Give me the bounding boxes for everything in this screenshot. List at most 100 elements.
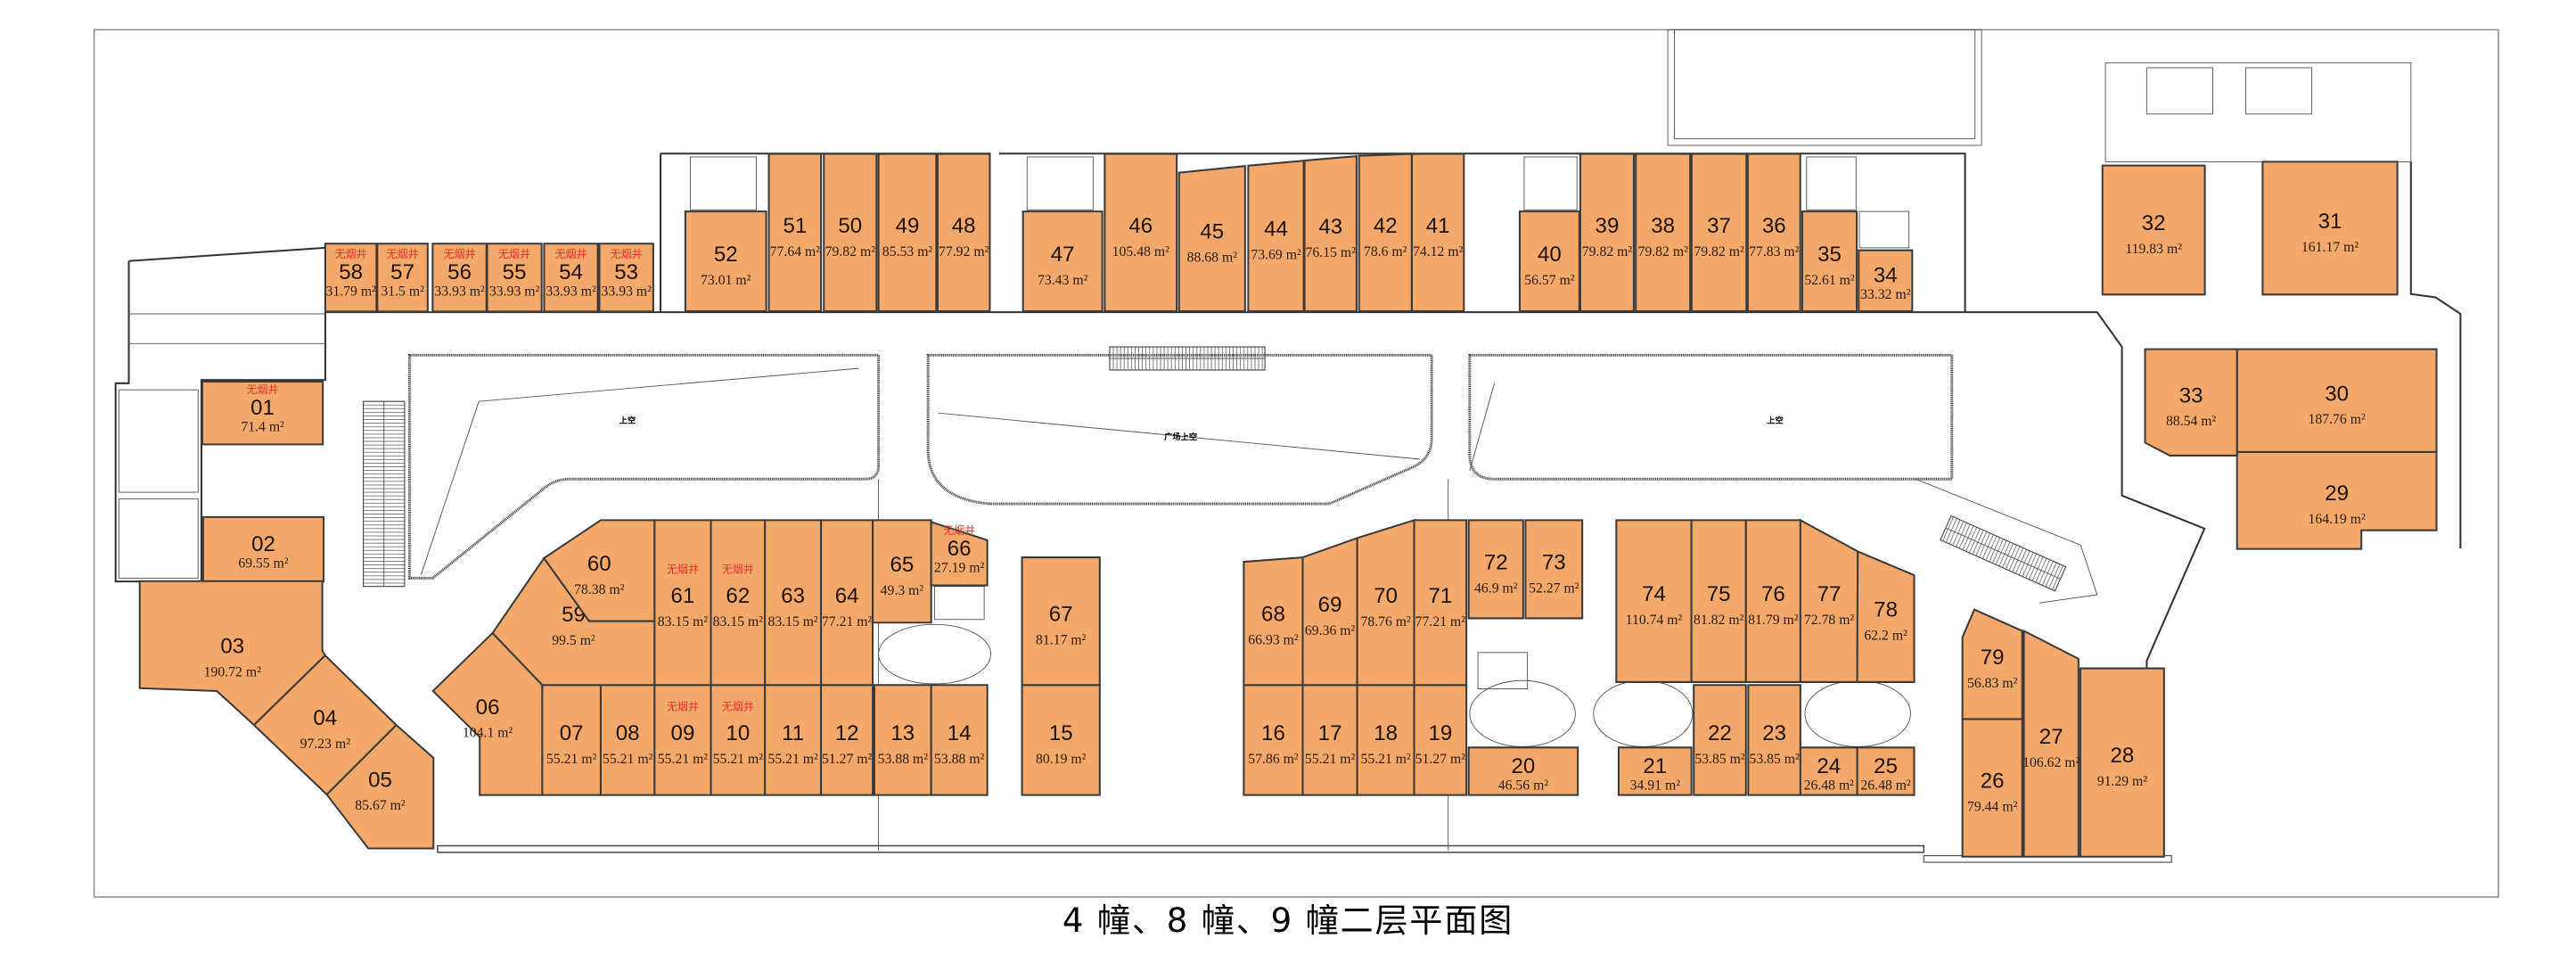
unit-shape[interactable] (1247, 160, 1305, 313)
unit-shape[interactable] (1524, 519, 1584, 620)
unit-shape[interactable] (872, 519, 932, 624)
unit-shape[interactable] (1358, 152, 1413, 313)
unit-shape[interactable] (543, 243, 599, 313)
unit-shape[interactable] (1856, 746, 1916, 796)
unit-shape[interactable] (1693, 684, 1747, 796)
unit-shape[interactable] (930, 521, 989, 587)
unit-shape[interactable] (1801, 210, 1858, 313)
unit-shape[interactable] (1518, 210, 1580, 313)
unit-shape[interactable] (1467, 746, 1579, 796)
unit-shape[interactable] (542, 519, 656, 622)
unit-shape[interactable] (1177, 165, 1246, 313)
unit-shape[interactable] (2101, 164, 2206, 296)
unit-shape[interactable] (1021, 556, 1101, 687)
unit-shape[interactable] (1690, 152, 1748, 313)
unit-shape[interactable] (820, 519, 874, 687)
unit-shape[interactable] (201, 515, 325, 583)
unit-shape[interactable] (201, 380, 324, 446)
unit-shape[interactable] (936, 152, 991, 313)
unit-shape[interactable] (684, 210, 767, 313)
unit-shape[interactable] (431, 243, 488, 313)
unit-shape[interactable] (2144, 348, 2238, 457)
unit-shape[interactable] (598, 243, 654, 313)
unit-shape[interactable] (2261, 160, 2399, 296)
unit-shape[interactable] (1856, 549, 1916, 683)
unit-shape[interactable] (2022, 629, 2080, 858)
unit-shape[interactable] (2079, 667, 2165, 858)
unit-shape[interactable] (325, 723, 435, 850)
unit-shape[interactable] (1858, 249, 1914, 313)
unit-shape[interactable] (1021, 210, 1103, 313)
unit-shape[interactable] (1635, 152, 1692, 313)
unit-shape[interactable] (324, 243, 378, 313)
unit-shape[interactable] (877, 152, 938, 313)
